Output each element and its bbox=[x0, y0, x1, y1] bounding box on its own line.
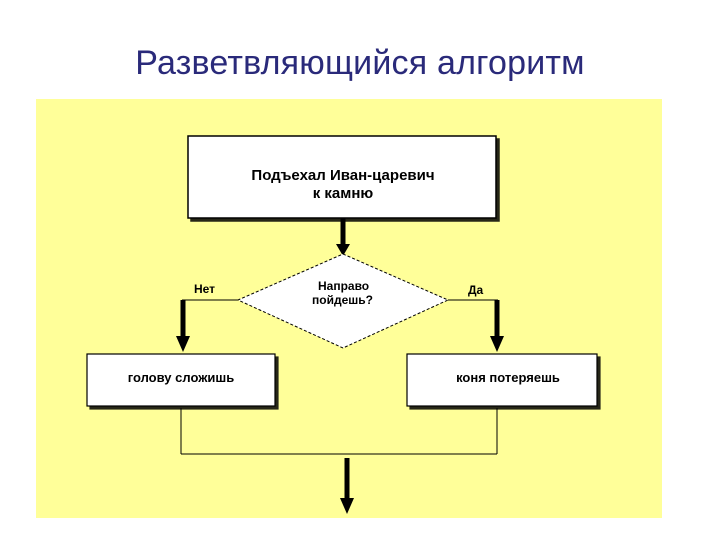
yes-action-box: коня потеряешь bbox=[406, 353, 598, 407]
no-action-box: голову сложишь bbox=[86, 353, 276, 407]
yes-action-text: коня потеряешь bbox=[456, 370, 560, 385]
condition-diamond: Направо пойдешь? bbox=[236, 253, 450, 349]
condition-line-1: Направо bbox=[318, 279, 369, 293]
start-box-line-1: Подъехал Иван-царевич bbox=[251, 167, 434, 184]
branch-yes-connector bbox=[448, 299, 504, 352]
arrow-start-to-condition bbox=[336, 218, 350, 256]
arrow-exit bbox=[340, 458, 354, 514]
branch-no-connector bbox=[176, 299, 238, 352]
merge-connector bbox=[180, 408, 498, 455]
branch-yes-label: Да bbox=[468, 283, 484, 297]
slide-title: Разветвляющийся алгоритм bbox=[135, 44, 585, 82]
condition-line-2: пойдешь? bbox=[312, 293, 373, 307]
branch-no-label: Нет bbox=[194, 282, 215, 296]
no-action-text: голову сложишь bbox=[128, 370, 235, 385]
start-box-line-2: к камню bbox=[313, 185, 374, 202]
start-process-box: Подъехал Иван-царевич к камню bbox=[187, 135, 497, 219]
